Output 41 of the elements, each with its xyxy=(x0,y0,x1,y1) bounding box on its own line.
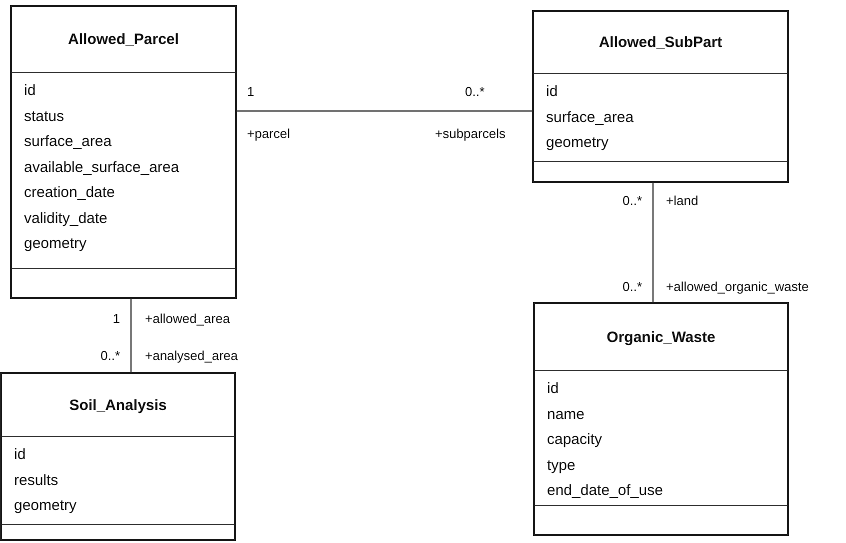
multiplicity-label: 1 xyxy=(247,84,254,99)
attribute: validity_date xyxy=(24,208,108,228)
attribute: geometry xyxy=(14,496,77,516)
role-label: +land xyxy=(666,193,698,208)
attribute: available_surface_area xyxy=(24,158,180,178)
attribute: creation_date xyxy=(24,183,115,203)
multiplicity-label: 0..* xyxy=(465,84,485,99)
attribute: surface_area xyxy=(546,108,634,128)
role-label: +allowed_organic_waste xyxy=(666,279,809,294)
attribute: name xyxy=(547,404,585,424)
class-box xyxy=(533,302,789,536)
role-label: +subparcels xyxy=(435,126,506,141)
attribute: type xyxy=(547,456,576,476)
attribute: id xyxy=(546,82,558,102)
attribute: results xyxy=(14,470,58,490)
attribute: geometry xyxy=(546,133,609,153)
association-line xyxy=(237,110,532,112)
class-box xyxy=(0,372,236,541)
class-name: Soil_Analysis xyxy=(69,396,167,414)
attribute: id xyxy=(14,445,26,465)
attribute: surface_area xyxy=(24,132,112,152)
attribute: capacity xyxy=(547,430,602,450)
role-label: +analysed_area xyxy=(145,348,238,363)
class-box xyxy=(532,10,789,183)
class-name: Allowed_SubPart xyxy=(598,34,722,51)
class-box xyxy=(10,5,237,299)
role-label: +parcel xyxy=(247,126,290,141)
association-line xyxy=(130,299,132,372)
class-name: Organic_Waste xyxy=(606,328,716,346)
attribute: id xyxy=(547,379,559,399)
role-label: +allowed_area xyxy=(145,311,230,326)
attribute: status xyxy=(24,106,64,126)
multiplicity-label: 0..* xyxy=(622,193,642,208)
multiplicity-label: 0..* xyxy=(622,279,642,294)
class-name: Allowed_Parcel xyxy=(68,31,179,48)
multiplicity-label: 0..* xyxy=(100,348,120,363)
attribute: id xyxy=(24,81,36,101)
attribute: geometry xyxy=(24,234,87,254)
attribute: end_date_of_use xyxy=(547,481,663,501)
association-line xyxy=(652,183,654,302)
multiplicity-label: 1 xyxy=(112,311,120,326)
